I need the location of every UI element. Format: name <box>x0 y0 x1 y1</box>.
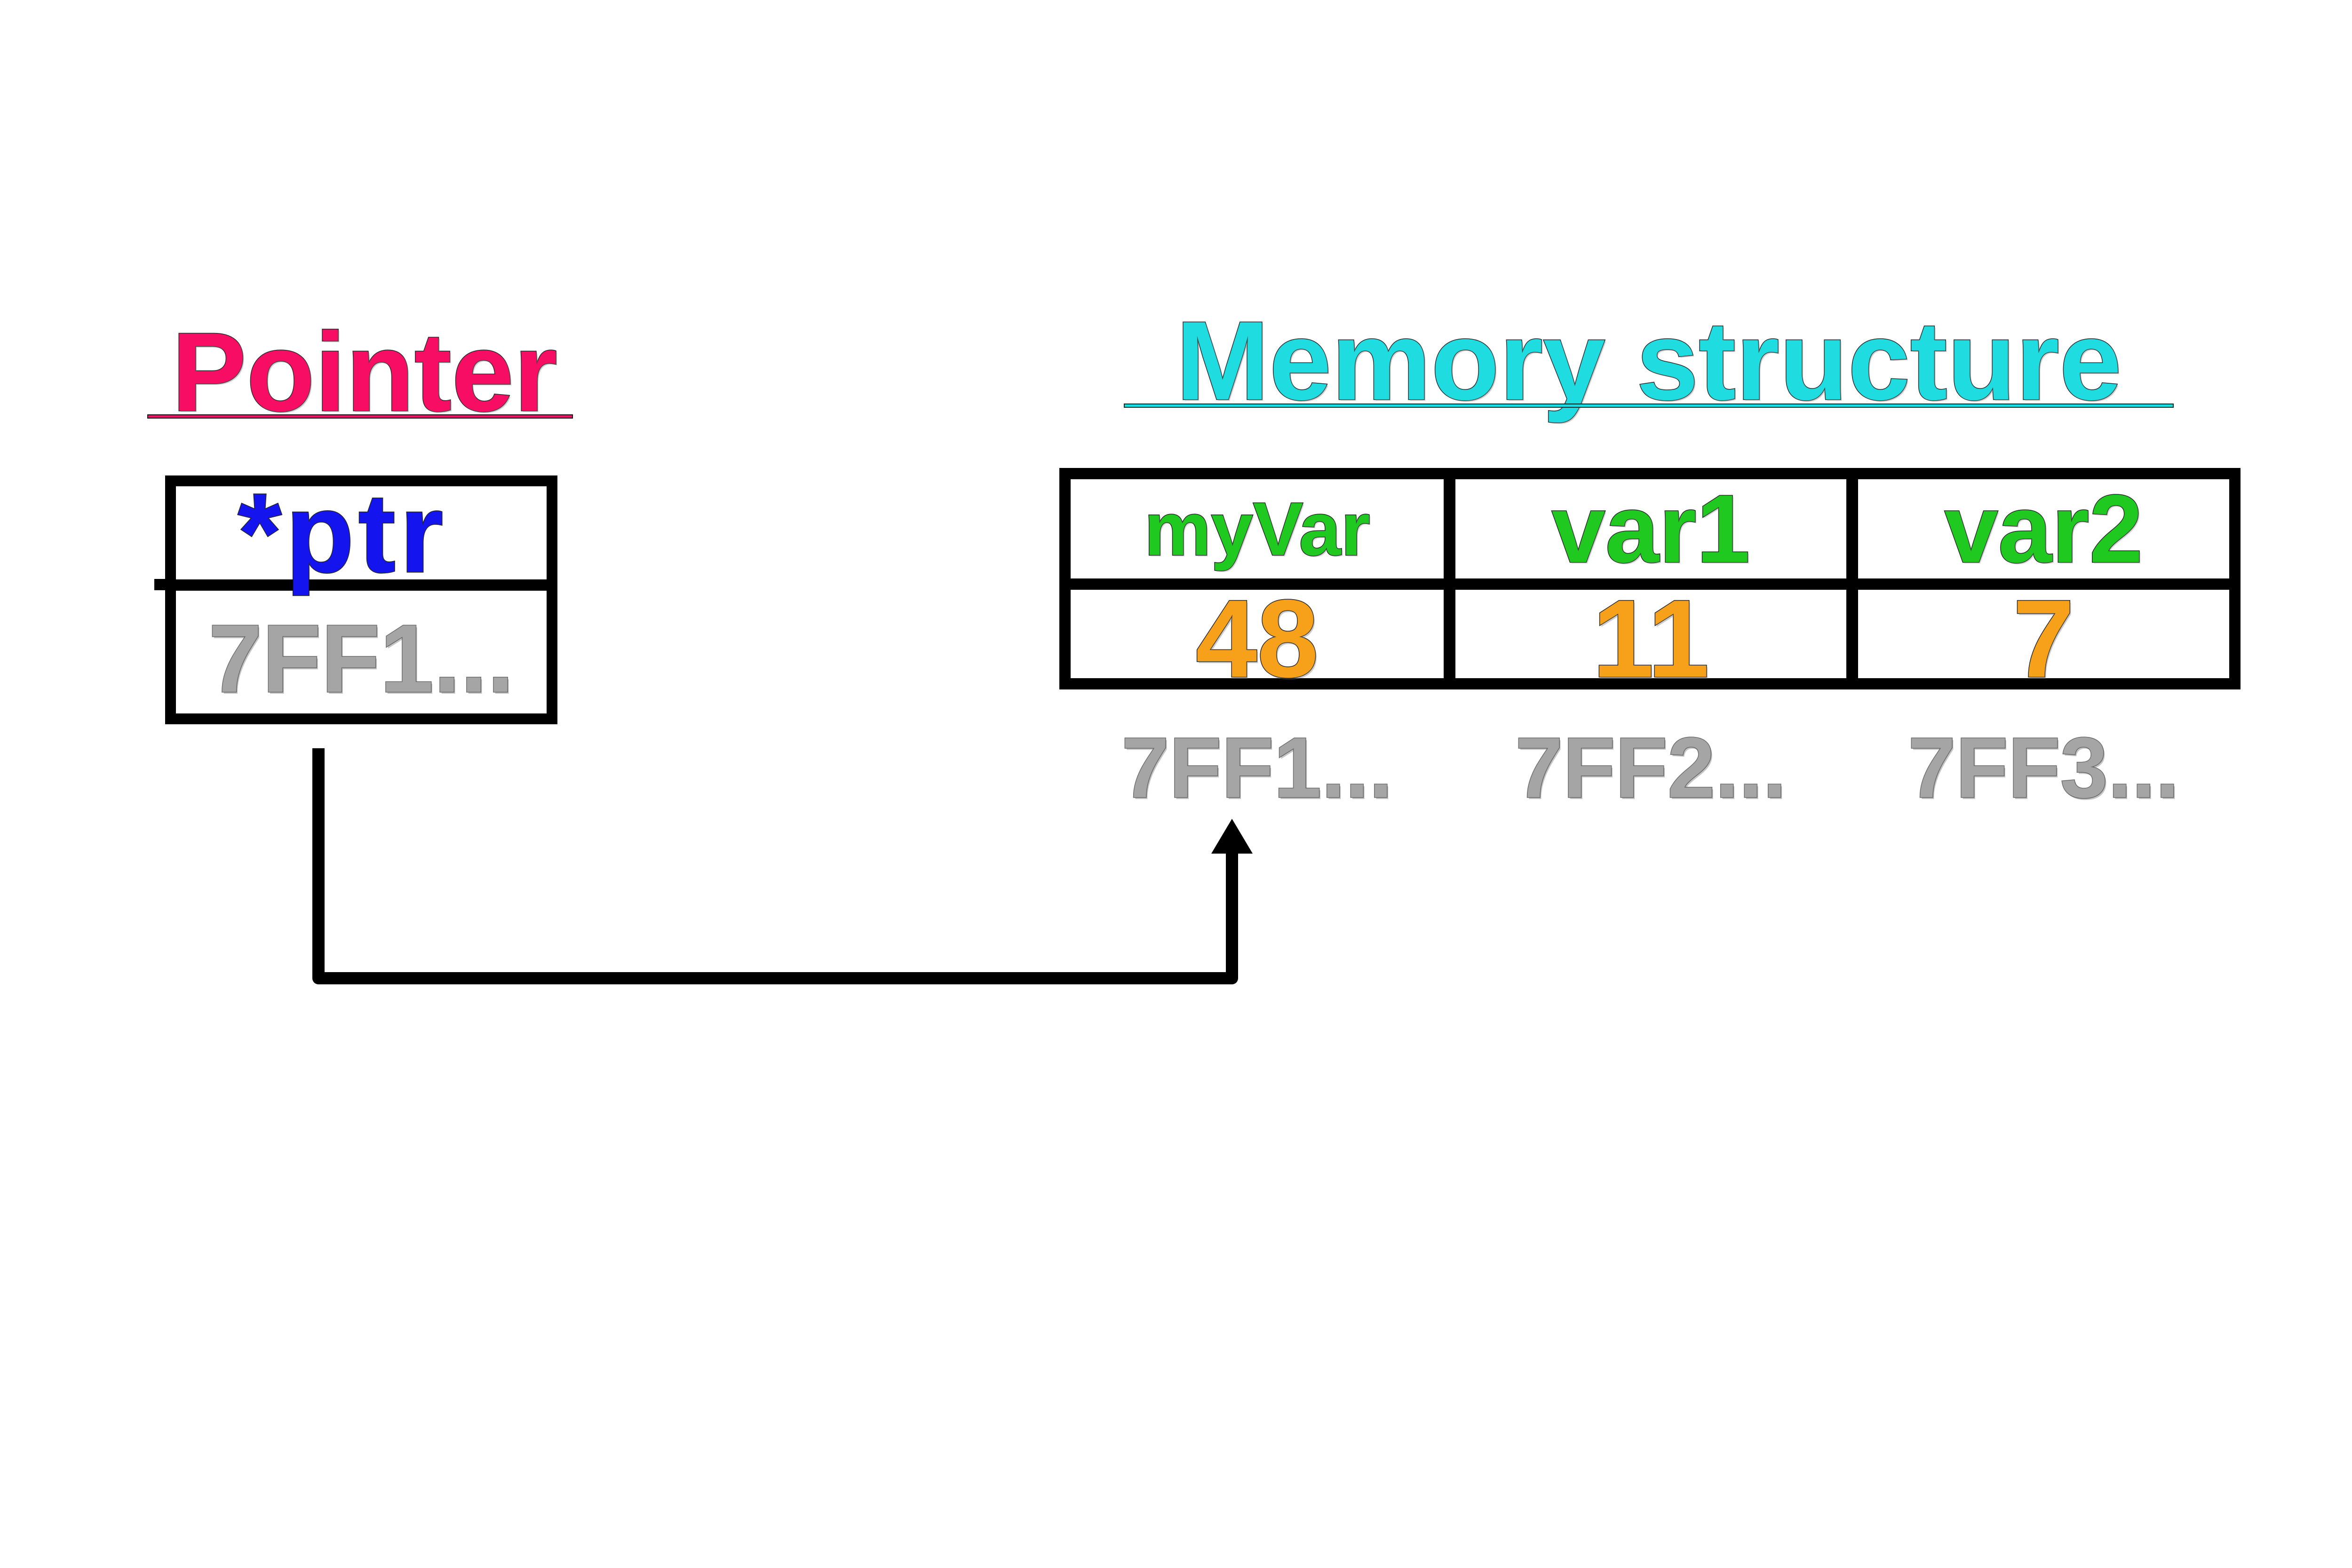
memory-value-cell-myvar: 48 <box>1071 582 1444 694</box>
memory-address-value: 7FF1... <box>1121 720 1393 816</box>
memory-structure-title: Memory structure <box>1175 299 2122 423</box>
address-cell-myvar: 7FF1... <box>1071 720 1444 816</box>
pointer-box-divider-nub <box>154 579 167 590</box>
memory-address-value: 7FF3... <box>1907 720 2180 816</box>
memory-structure-table: myVar var1 var2 48 11 7 <box>1059 468 2241 694</box>
pointer-title: Pointer <box>171 310 558 435</box>
variable-name-label: var2 <box>1944 475 2144 583</box>
memory-header-cell-var1: var1 <box>1455 479 1846 578</box>
pointer-title-underline <box>147 414 573 419</box>
pointer-address-value: 7FF1... <box>208 605 515 713</box>
memory-address-row: 7FF1... 7FF2... 7FF3... <box>1071 724 2229 811</box>
variable-value: 48 <box>1195 576 1319 700</box>
pointer-arrow-head <box>1211 819 1253 854</box>
pointer-name-cell: *ptr <box>176 476 547 590</box>
variable-value: 7 <box>2012 576 2075 700</box>
pointer-address-cell: 7FF1... <box>176 591 547 713</box>
memory-structure-title-underline <box>1124 404 2174 408</box>
variable-name-label: var1 <box>1551 475 1751 583</box>
pointer-name-label: *ptr <box>237 470 447 596</box>
pointer-variable-box: *ptr 7FF1... <box>165 475 557 724</box>
address-cell-var1: 7FF2... <box>1455 720 1846 816</box>
memory-header-cell-myvar: myVar <box>1071 479 1444 578</box>
address-cell-var2: 7FF3... <box>1858 720 2229 816</box>
memory-value-cell-var1: 11 <box>1455 582 1846 694</box>
variable-value: 11 <box>1592 576 1710 700</box>
variable-name-label: myVar <box>1144 486 1371 571</box>
memory-address-value: 7FF2... <box>1515 720 1787 816</box>
memory-header-cell-var2: var2 <box>1858 479 2229 578</box>
memory-value-cell-var2: 7 <box>1858 582 2229 694</box>
